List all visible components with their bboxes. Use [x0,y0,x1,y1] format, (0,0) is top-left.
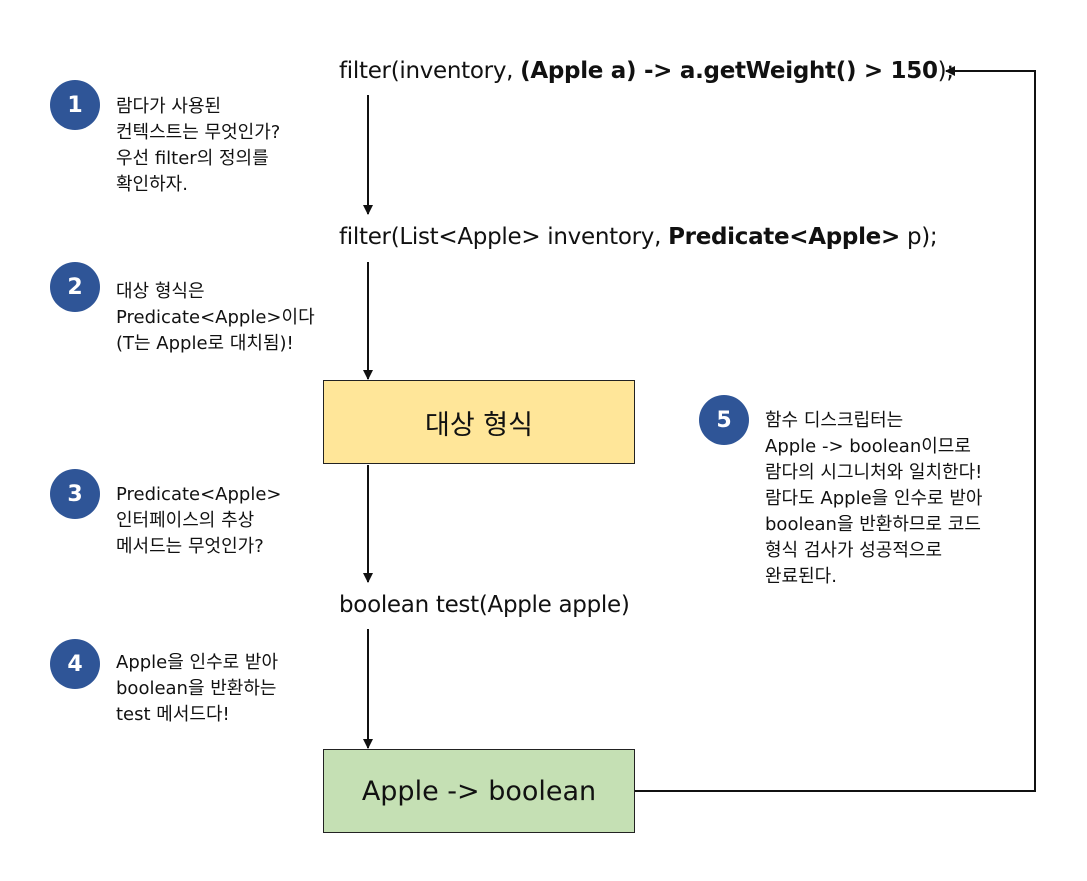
step-2-text: 대상 형식은 Predicate<Apple>이다 (T는 Apple로 대치됨… [116,281,315,354]
function-descriptor-box: Apple -> boolean [323,749,635,833]
lambda-expression: (Apple a) -> a.getWeight() > 150 [520,58,938,84]
step-2-badge: 2 [50,262,100,312]
step-3-text: Predicate<Apple> 인터페이스의 추상 메서드는 무엇인가? [116,484,282,557]
step-3-badge: 3 [50,469,100,519]
step-1-text: 람다가 사용된 컨텍스트는 무엇인가? 우선 filter의 정의를 확인하자. [116,96,281,195]
code-line-test-method: boolean test(Apple apple) [339,592,630,618]
step-1-badge: 1 [50,80,100,130]
target-type-box: 대상 형식 [323,380,635,464]
step-4-text: Apple을 인수로 받아 boolean을 반환하는 test 메서드다! [116,652,279,725]
step-5-text: 함수 디스크립터는 Apple -> boolean이므로 람다의 시그니처와 … [765,410,983,587]
code-line-filter-definition: filter(List<Apple> inventory, Predicate<… [339,224,938,250]
step-4-badge: 4 [50,639,100,689]
code-line-filter-call: filter(inventory, (Apple a) -> a.getWeig… [339,58,954,84]
step-5-badge: 5 [699,395,749,445]
predicate-type: Predicate<Apple> [668,224,900,250]
arrow-lambda-box-back-to-line1 [635,66,1036,792]
